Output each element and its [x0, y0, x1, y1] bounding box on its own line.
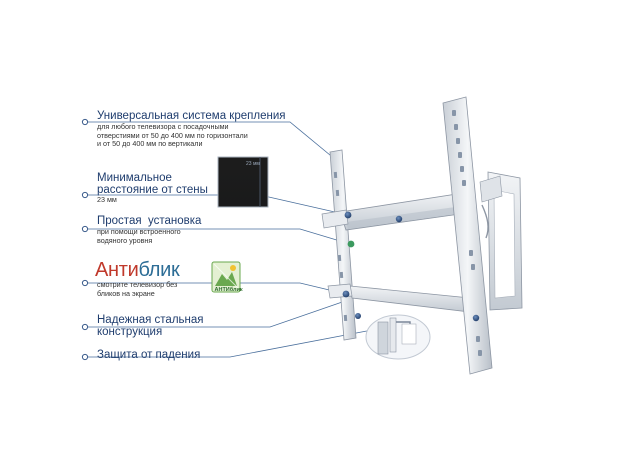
bullet-steel	[81, 323, 89, 331]
feature-universal-mount-desc-3: и от 50 до 400 мм по вертикали	[97, 139, 203, 149]
feature-universal-mount-desc-2: отверстиями от 50 до 400 мм по горизонта…	[97, 130, 248, 140]
feature-easy-install-desc-1: при помощи встроенного	[97, 227, 181, 236]
bullet-antiglare	[81, 279, 89, 287]
bullet-fall-protection	[81, 353, 89, 361]
feature-wall-distance-desc: 23 мм	[97, 195, 117, 204]
mount-side-frame	[479, 171, 523, 311]
feature-easy-install-title: Простая установка	[97, 215, 202, 227]
feature-antiglare-desc-1: смотрите телевизор без	[97, 280, 178, 289]
bolts	[342, 211, 480, 322]
inset-distance-text: 23 мм	[246, 161, 260, 167]
feature-fall-protection-title: Защита от падения	[97, 349, 201, 361]
wall-distance-inset: 23 мм	[217, 156, 269, 208]
antiglare-badge: АНТИблик	[211, 261, 243, 293]
feature-wall-distance-title-2: расстояние от стены	[97, 184, 208, 196]
feature-fall-protection: Защита от падения	[97, 349, 200, 362]
feature-antiglare-desc-2: бликов на экране	[97, 288, 155, 298]
feature-steel-construction: Надежная стальная конструкция	[97, 314, 204, 338]
feature-universal-mount-title: Универсальная система крепления	[97, 110, 286, 122]
feature-antiglare-title-part2: блик	[138, 259, 180, 281]
bullet-universal	[81, 118, 89, 126]
feature-wall-distance: Минимальное расстояние от стены 23 мм	[97, 172, 208, 205]
tv-plate-bar	[442, 96, 493, 375]
feature-steel-construction-title-1: Надежная стальная	[97, 314, 204, 326]
feature-universal-mount: Универсальная система крепления для любо…	[97, 110, 285, 149]
fall-protection-inset	[365, 314, 431, 360]
feature-antiglare: Антиблик смотрите телевизор без бликов н…	[95, 259, 180, 298]
feature-easy-install: Простая установка при помощи встроенного…	[97, 215, 201, 245]
feature-antiglare-title: Антиблик	[95, 259, 180, 281]
bullet-installation	[81, 225, 89, 233]
feature-antiglare-title-part1: Анти	[95, 259, 139, 281]
antiglare-badge-text: АНТИблик	[215, 286, 243, 293]
feature-universal-mount-desc-1: для любого телевизора с посадочными	[97, 122, 229, 131]
feature-easy-install-desc-2: водяного уровня	[97, 235, 153, 245]
bullets	[81, 118, 89, 361]
bullet-distance	[81, 191, 89, 199]
feature-steel-construction-title-2: конструкция	[97, 326, 163, 338]
feature-wall-distance-title-1: Минимальное	[97, 172, 172, 184]
